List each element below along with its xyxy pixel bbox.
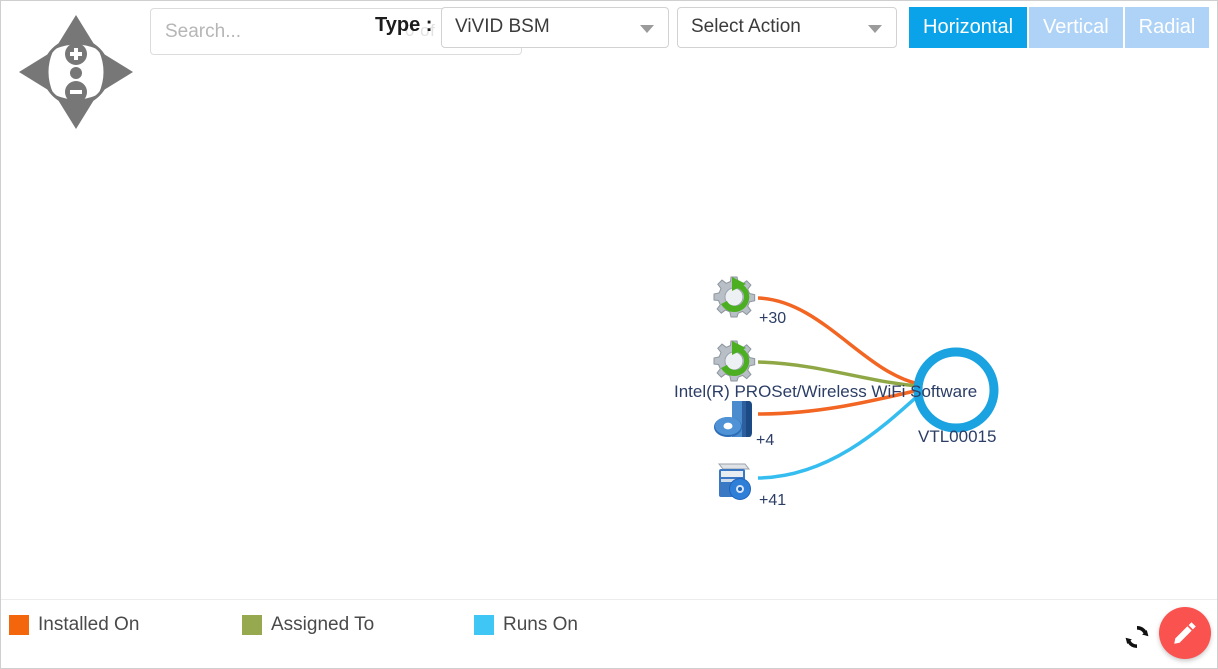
software-package-icon: [717, 463, 751, 500]
legend-swatch-icon: [474, 615, 494, 635]
zoom-in-button: [65, 43, 87, 65]
type-select-value: ViVID BSM: [455, 16, 550, 37]
service-gear-icon: [713, 340, 756, 382]
center-dot-icon: [70, 67, 82, 79]
edge-installed-on-2: [757, 388, 920, 416]
action-select[interactable]: Select Action: [677, 7, 897, 48]
layout-button-radial[interactable]: Radial: [1124, 7, 1210, 48]
service-gear-icon: [713, 276, 756, 318]
node-badge: +4: [756, 432, 775, 449]
refresh-button[interactable]: [1122, 622, 1152, 652]
layout-button-horizontal[interactable]: Horizontal: [909, 7, 1028, 48]
edit-fab-button[interactable]: [1159, 607, 1211, 659]
zoom-out-button: [65, 81, 87, 103]
node-badge: +41: [759, 492, 787, 509]
legend-swatch-icon: [242, 615, 262, 635]
refresh-icon: [1125, 626, 1149, 648]
legend-item-installed-on: Installed On: [9, 614, 139, 636]
legend-footer: Installed On Assigned To Runs On: [1, 599, 1217, 668]
hub-node-ring: [913, 347, 999, 433]
legend-label: Installed On: [38, 614, 140, 635]
action-select-value: Select Action: [691, 16, 801, 37]
graph-canvas[interactable]: +30 Intel(R) PROSet/Wireless WiFi Softwa…: [1, 57, 1217, 602]
legend-item-runs-on: Runs On: [474, 614, 578, 636]
legend-swatch-icon: [9, 615, 29, 635]
legend-label: Runs On: [503, 614, 578, 635]
chevron-down-icon: [640, 25, 654, 33]
pan-zoom-control[interactable]: [13, 9, 139, 135]
edge-runs-on: [757, 391, 923, 480]
software-product-icon: [714, 401, 752, 437]
legend-label: Assigned To: [271, 614, 375, 635]
layout-button-group: Horizontal Vertical Radial: [909, 7, 1210, 48]
type-select[interactable]: ViVID BSM: [441, 7, 669, 48]
node-label: Intel(R) PROSet/Wireless WiFi Software: [674, 382, 978, 401]
layout-button-vertical[interactable]: Vertical: [1029, 7, 1123, 48]
pencil-icon: [1174, 622, 1196, 644]
nav-ring: [42, 38, 110, 106]
graph-edges-layer: [757, 296, 999, 480]
toolbar: 0 of Type : ViVID BSM Select Action Hori…: [1, 1, 1217, 57]
edge-assigned-to: [757, 360, 920, 388]
node-badge: +30: [759, 310, 787, 327]
edge-installed-on-1: [757, 296, 920, 386]
legend-item-assigned-to: Assigned To: [242, 614, 374, 636]
type-label: Type :: [375, 14, 433, 36]
chevron-down-icon: [868, 25, 882, 33]
hub-node-label: VTL00015: [918, 427, 997, 446]
